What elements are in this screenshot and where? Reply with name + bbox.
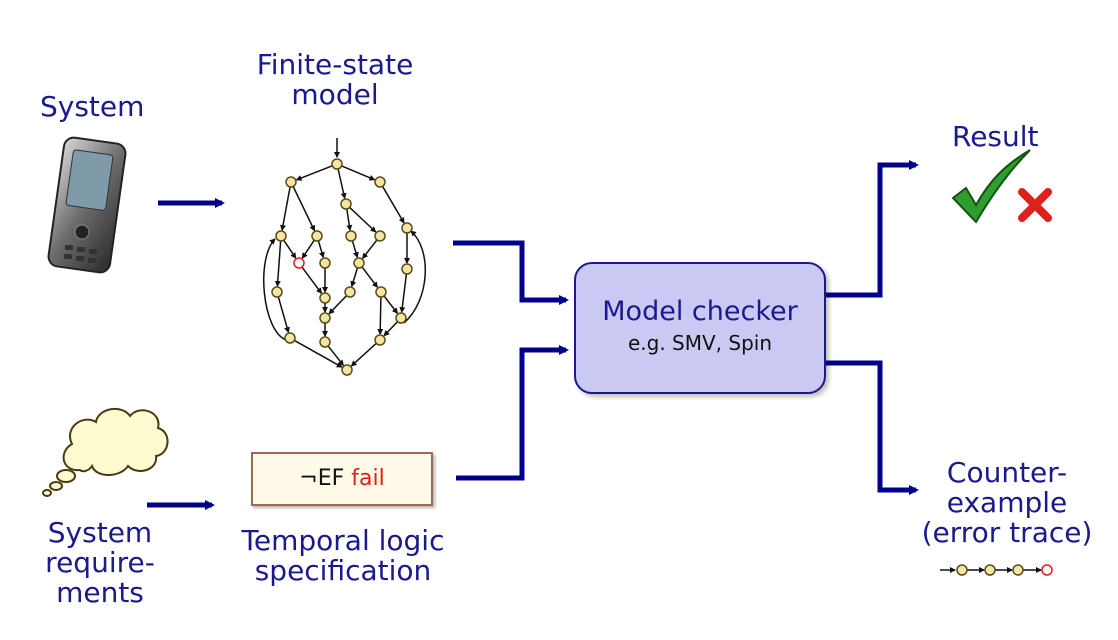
state-node — [341, 364, 353, 376]
graph-edge — [351, 240, 359, 259]
graph-edge — [292, 186, 316, 232]
state-node — [345, 230, 357, 242]
graph-edge — [383, 295, 398, 315]
graph-edge — [350, 342, 377, 367]
graph-edge — [328, 295, 348, 315]
graph-edge — [295, 165, 333, 181]
state-node — [395, 312, 407, 324]
graph-loop-edge — [403, 230, 427, 324]
graph-edge — [277, 296, 290, 334]
finite-state-model-label: Finite-state model — [256, 48, 414, 111]
graph-edge — [301, 239, 315, 259]
graph-edge — [377, 296, 384, 336]
system-requirements-label: System require- ments — [45, 516, 155, 609]
state-node — [353, 257, 365, 269]
state-node — [331, 158, 343, 170]
result-label: Result — [952, 120, 1039, 153]
graph-edge — [341, 165, 376, 181]
graph-edge — [301, 266, 323, 294]
graph-edge — [337, 168, 347, 200]
spec-formula-prefix: ¬EF — [299, 466, 352, 491]
state-node — [374, 334, 386, 346]
state-node — [284, 332, 296, 344]
graph-edge — [317, 240, 325, 259]
model-checker-box: Model checker e.g. SMV, Spin — [574, 262, 826, 394]
graph-loop-edge — [263, 238, 287, 341]
graph-edge — [383, 321, 399, 337]
arrow-checker-to-counterexample — [826, 360, 919, 495]
graph-edge — [280, 186, 291, 232]
graph-edge — [293, 339, 343, 368]
arrow-spec-to-checker — [456, 345, 569, 481]
error-trace — [940, 564, 1053, 576]
graph-edge — [274, 240, 282, 288]
temporal-logic-label: Temporal logic specification — [241, 524, 445, 587]
graph-edge — [361, 266, 378, 289]
graph-edge — [283, 239, 297, 259]
trace-node — [984, 564, 996, 576]
arrow-model-to-checker — [453, 240, 569, 305]
state-node — [401, 222, 413, 234]
state-node — [319, 336, 331, 348]
model-checker-subtitle: e.g. SMV, Spin — [627, 331, 773, 355]
spec-formula-keyword: fail — [351, 466, 385, 491]
thought-cloud-icon — [42, 407, 169, 497]
state-node — [401, 263, 413, 275]
finite-state-graph — [263, 138, 427, 376]
phone-icon — [47, 136, 127, 274]
spec-formula-box: ¬EF fail — [251, 452, 433, 506]
counterexample-label: Counter- example (error trace) — [921, 456, 1093, 549]
state-node — [271, 286, 283, 298]
model-checker-title: Model checker — [602, 296, 798, 327]
arrow-checker-to-result — [826, 160, 919, 298]
graph-edge — [350, 267, 359, 288]
state-node — [375, 286, 387, 298]
state-node — [340, 198, 352, 210]
checkmark-icon — [951, 149, 1031, 224]
state-node — [344, 286, 356, 298]
graph-edge — [362, 239, 378, 260]
graph-edge — [349, 206, 377, 233]
state-node — [374, 176, 386, 188]
state-node — [319, 257, 331, 269]
flow-arrows — [147, 160, 919, 510]
error-state-node — [293, 257, 305, 269]
graph-edge — [399, 273, 408, 314]
state-node — [319, 312, 331, 324]
graph-edge — [381, 185, 405, 224]
graph-edge — [327, 345, 344, 367]
state-node — [285, 176, 297, 188]
trace-node — [956, 564, 968, 576]
cross-icon — [1018, 188, 1052, 222]
graph-edge — [346, 208, 353, 232]
trace-node — [1012, 564, 1024, 576]
state-node — [275, 230, 287, 242]
system-label: System — [40, 90, 145, 123]
state-node — [311, 230, 323, 242]
state-node — [319, 292, 331, 304]
trace-error-node — [1041, 564, 1053, 576]
state-node — [374, 230, 386, 242]
